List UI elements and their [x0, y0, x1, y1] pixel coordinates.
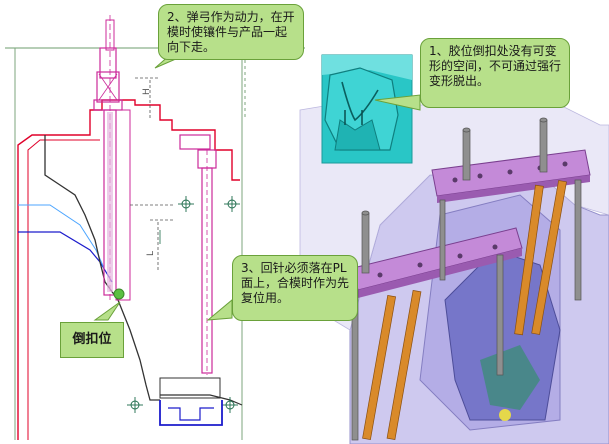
- center-marks: [127, 196, 240, 413]
- product-contour-blue: [18, 231, 113, 283]
- callout-undercut: 1、胶位倒扣处没有可变形的空间，不可通过强行变形脱出。: [420, 38, 570, 108]
- callout-spring-text: 2、弹弓作为动力，在开模时使镶件与产品一起向下走。: [167, 10, 295, 54]
- lifter-rods: [362, 180, 567, 441]
- bottom-block: [159, 377, 221, 399]
- cavity-profile: [44, 135, 160, 401]
- section-drawing: H L: [5, 15, 305, 440]
- callout-spring: 2、弹弓作为动力，在开模时使镶件与产品一起向下走。: [158, 4, 304, 60]
- callout-undercut-text: 1、胶位倒扣处没有可变形的空间，不可通过强行变形脱出。: [429, 44, 562, 88]
- return-pin-head: [179, 134, 211, 150]
- mold-outline-red: [17, 99, 240, 440]
- undercut-dot: [113, 288, 125, 300]
- label-tail: [93, 301, 121, 321]
- callout-1-tail: [374, 94, 421, 111]
- undercut-position-label: 倒扣位: [60, 322, 124, 358]
- undercut-inset: [321, 54, 413, 164]
- callout-return-pin-text: 3、回针必须落在PL面上，合模时作为先复位用。: [241, 261, 350, 305]
- undercut-position-text: 倒扣位: [72, 332, 112, 347]
- dim-l-label: L: [146, 251, 156, 256]
- spring-pin-top: [99, 47, 117, 79]
- callout-return-pin: 3、回针必须落在PL面上，合模时作为先复位用。: [232, 255, 358, 321]
- dim-h-label: H: [142, 88, 152, 95]
